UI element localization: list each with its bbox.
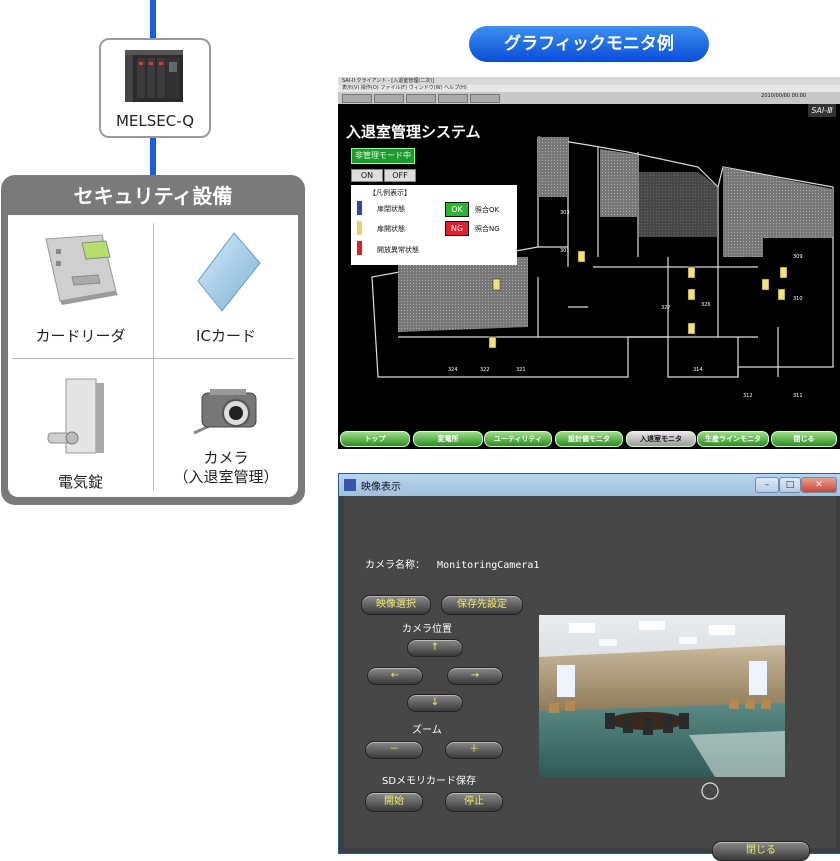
system-heading: 入退室管理システム xyxy=(346,123,481,141)
legend-match-ng: 照合NG xyxy=(475,225,500,233)
toolbar-button[interactable] xyxy=(374,94,404,103)
camera-label-sub: （入退室管理） xyxy=(173,468,279,486)
room-number: 310 xyxy=(793,296,803,302)
camera-label-main: カメラ xyxy=(203,449,249,467)
sd-card-save-label: SDメモリカード保存 xyxy=(382,776,477,787)
nav-design-monitor-button[interactable]: 設計値モニタ xyxy=(555,431,623,447)
door-closed-swatch xyxy=(357,201,362,215)
graphic-monitor-window: SAI-II クライアント - [入退室管理(二次)] 表示(V) 操作(O) … xyxy=(338,77,840,449)
off-button[interactable]: OFF xyxy=(384,169,416,182)
pan-left-button[interactable]: ← xyxy=(367,667,423,685)
monitor-toolbar xyxy=(338,92,840,104)
legend-panel: 【凡例表示】 扉閉状態 扉開状態 開放異常状態 OK 照合OK NG 照合NG xyxy=(351,185,517,265)
app-icon xyxy=(344,479,356,491)
room-number: 303 xyxy=(560,210,570,216)
select-video-button[interactable]: 映像選択 xyxy=(361,595,431,615)
video-window-body: カメラ名称： MonitoringCamera1 映像選択 保存先設定 カメラ位… xyxy=(344,496,836,861)
room-number: 309 xyxy=(793,254,803,260)
pan-right-button[interactable]: → xyxy=(447,667,503,685)
room-number: 314 xyxy=(693,367,703,373)
room-number: 301 xyxy=(560,248,570,254)
record-stop-button[interactable]: 停止 xyxy=(445,792,503,812)
monitor-titlebar: SAI-II クライアント - [入退室管理(二次)] xyxy=(338,77,840,85)
security-grid: カードリーダ ICカード 電気錠 カメラ （入退室管理） xyxy=(8,215,298,497)
legend-match-ok: 照合OK xyxy=(475,206,500,214)
ic-card-label: ICカード xyxy=(196,327,256,345)
pan-up-button[interactable]: ↑ xyxy=(407,639,463,657)
electric-lock-label: 電気錠 xyxy=(57,473,103,491)
toolbar-button[interactable] xyxy=(470,94,500,103)
legend-door-open: 扉開状態 xyxy=(377,225,405,233)
room-number: 312 xyxy=(743,393,753,399)
grid-divider-vertical xyxy=(153,223,154,491)
legend-open-alarm: 開放異常状態 xyxy=(377,246,419,254)
electric-lock-icon xyxy=(47,378,104,454)
record-start-button[interactable]: 開始 xyxy=(365,792,423,812)
open-alarm-swatch xyxy=(357,241,362,255)
zoom-label: ズーム xyxy=(412,725,442,736)
room-number: 322 xyxy=(480,367,490,373)
zoom-in-button[interactable]: ＋ xyxy=(445,741,503,759)
video-window-title: 映像表示 xyxy=(361,482,401,493)
room-number: 326 xyxy=(701,302,711,308)
non-management-mode-button[interactable]: 非管理モード中 xyxy=(351,148,415,164)
nav-production-line-button[interactable]: 生産ラインモニタ xyxy=(697,431,769,447)
nav-utility-button[interactable]: ユーティリティ xyxy=(484,431,552,447)
network-line-top xyxy=(150,0,156,40)
monitor-clock: 2010/00/00 00:00 xyxy=(761,93,806,99)
security-title: セキュリティ設備 xyxy=(73,184,233,208)
camera-name-row: カメラ名称： MonitoringCamera1 xyxy=(365,556,539,571)
zoom-out-button[interactable]: － xyxy=(365,741,423,759)
minimize-button[interactable]: – xyxy=(755,477,779,493)
ic-card-icon xyxy=(197,232,261,312)
door-open-swatch xyxy=(357,221,362,235)
room-number: 324 xyxy=(448,367,458,373)
monitor-logo: SAI-Ⅲ xyxy=(808,104,836,117)
nav-substation-button[interactable]: 変電所 xyxy=(413,431,483,447)
toolbar-button[interactable] xyxy=(438,94,468,103)
pan-down-button[interactable]: ↓ xyxy=(407,694,463,712)
camera-live-view xyxy=(539,615,785,777)
graphic-monitor-title: グラフィックモニタ例 xyxy=(469,26,709,62)
window-close-button[interactable]: ✕ xyxy=(801,477,837,493)
legend-title: 【凡例表示】 xyxy=(369,189,411,197)
room-number: 321 xyxy=(516,367,526,373)
toolbar-button[interactable] xyxy=(342,94,372,103)
close-video-button[interactable]: 閉じる xyxy=(712,841,810,861)
card-reader-icon xyxy=(45,234,118,305)
ok-badge: OK xyxy=(445,202,469,217)
loading-cursor-icon xyxy=(701,782,719,800)
nav-close-button[interactable]: 閉じる xyxy=(771,431,837,447)
grid-divider-horizontal xyxy=(12,358,294,359)
save-destination-button[interactable]: 保存先設定 xyxy=(441,595,523,615)
legend-door-closed: 扉閉状態 xyxy=(377,205,405,213)
room-number: 327 xyxy=(661,305,671,311)
card-reader-label: カードリーダ xyxy=(35,327,126,345)
toolbar-button[interactable] xyxy=(406,94,436,103)
plc-label: MELSEC-Q xyxy=(115,112,195,130)
camera-position-label: カメラ位置 xyxy=(402,624,452,635)
on-button[interactable]: ON xyxy=(351,169,383,182)
camera-label: カメラ （入退室管理） xyxy=(154,449,298,487)
network-line-bottom xyxy=(150,134,156,176)
security-equipment-panel: セキュリティ設備 カードリーダ ICカード 電気錠 xyxy=(1,175,305,505)
plc-icon xyxy=(125,50,183,102)
plc-device: MELSEC-Q xyxy=(99,38,211,138)
maximize-button[interactable]: □ xyxy=(779,477,801,493)
video-window-titlebar: 映像表示 – □ ✕ xyxy=(339,474,840,496)
ng-badge: NG xyxy=(445,221,469,236)
camera-icon xyxy=(193,389,257,435)
camera-name-value: MonitoringCamera1 xyxy=(437,560,540,571)
nav-access-monitor-button[interactable]: 入退室モニタ xyxy=(626,431,696,447)
nav-top-button[interactable]: トップ xyxy=(340,431,410,447)
monitor-menubar[interactable]: 表示(V) 操作(O) ファイル(F) ウィンドウ(W) ヘルプ(H) xyxy=(338,85,840,92)
video-display-window: 映像表示 – □ ✕ カメラ名称： MonitoringCamera1 映像選択… xyxy=(338,473,840,861)
camera-name-label: カメラ名称： xyxy=(365,560,425,571)
floor-plan xyxy=(371,136,834,378)
room-number: 311 xyxy=(793,393,803,399)
